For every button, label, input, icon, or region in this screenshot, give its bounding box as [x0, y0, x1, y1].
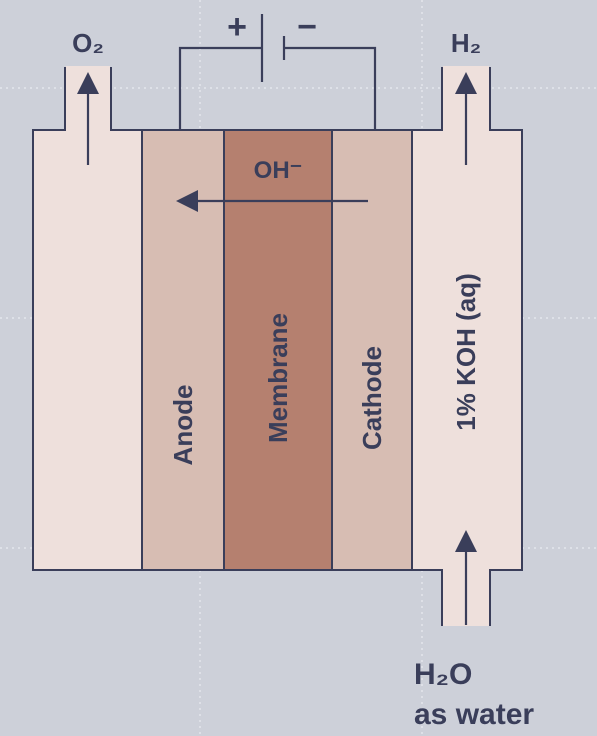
- h2-outlet-arrow: [455, 72, 477, 165]
- anode-label: Anode: [168, 385, 198, 466]
- membrane-label: Membrane: [263, 313, 293, 443]
- hydroxide-flow-arrow: [176, 190, 368, 212]
- battery-minus-label: −: [297, 8, 317, 46]
- battery-plus-label: +: [227, 8, 247, 46]
- cathode-layer: [331, 129, 413, 571]
- cathode-label: Cathode: [357, 346, 387, 450]
- anode-chamber: [32, 67, 143, 571]
- o2-outlet-arrow: [77, 72, 99, 165]
- power-supply: [178, 14, 377, 130]
- water-label-line2: as water: [414, 698, 534, 731]
- hydrogen-label: H₂: [451, 28, 481, 58]
- hydroxide-ion-label: OH⁻: [254, 157, 303, 184]
- membrane-layer: [223, 129, 333, 571]
- anode-layer: [141, 129, 225, 571]
- water-label-line1: H₂O: [414, 658, 472, 691]
- water-inlet-arrow: [455, 530, 477, 625]
- electrolyte-label: 1% KOH (aq): [451, 273, 481, 430]
- oxygen-label: O₂: [72, 28, 104, 58]
